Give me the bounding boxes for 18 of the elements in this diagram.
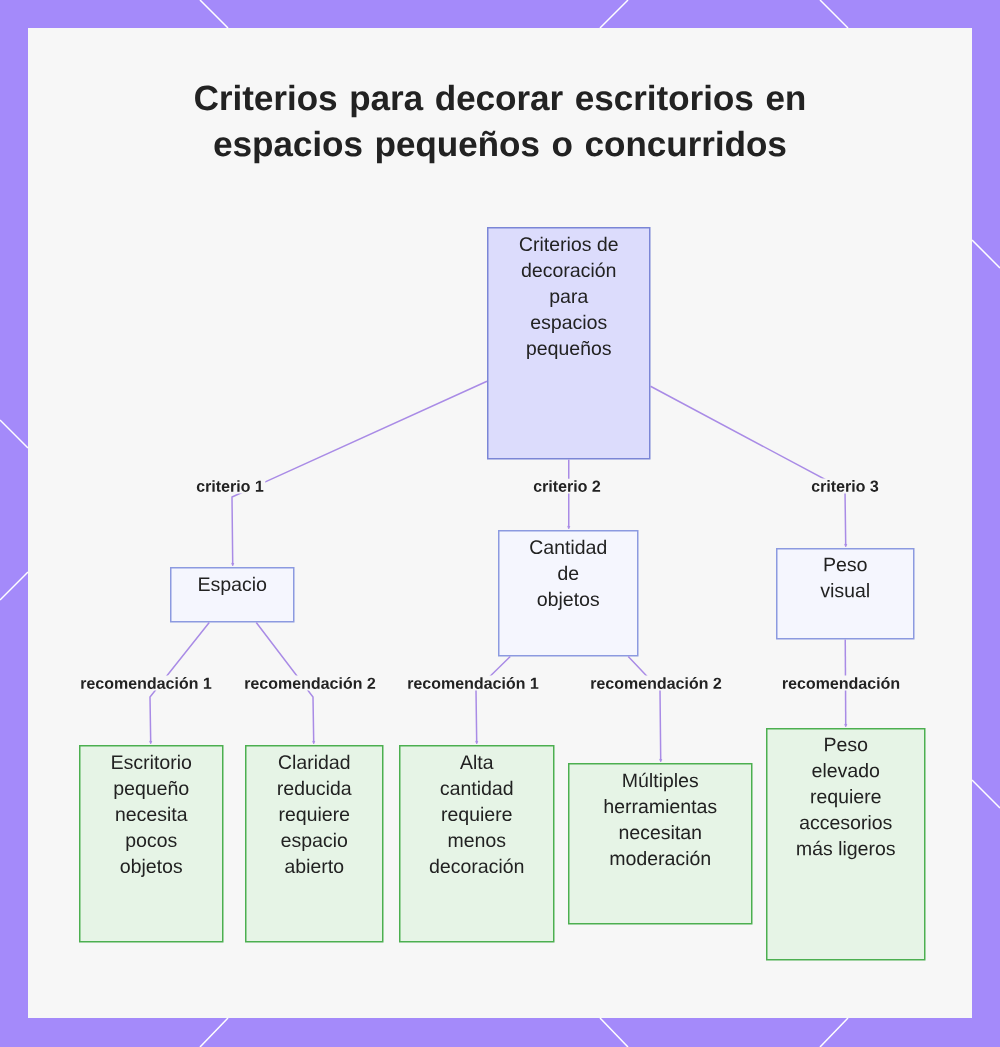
root-box: Criterios de decoración para espacios pequeños <box>487 227 651 460</box>
connector-arrow <box>255 621 316 745</box>
recommendation-box: Peso elevado requiere accesorios más ligeros <box>766 728 926 961</box>
recommendation-box: Escritorio pequeño necesita pocos objetos <box>79 745 224 943</box>
category-box: Cantidad de objetos <box>498 530 639 657</box>
connector-arrow <box>475 655 511 745</box>
connector-arrow <box>649 385 848 548</box>
recommendation-box: Claridad reducida requiere espacio abierto <box>245 745 384 943</box>
connector-arrow <box>627 655 663 763</box>
recommendation-box: Múltiples herramientas necesitan moderación <box>568 763 753 925</box>
connector-arrow <box>844 638 848 728</box>
category-box: Peso visual <box>776 548 915 640</box>
connector-arrow <box>231 380 488 567</box>
connector-arrow <box>149 621 210 745</box>
recommendation-box: Alta cantidad requiere menos decoración <box>399 745 555 943</box>
connector-arrow <box>567 458 571 530</box>
category-box: Espacio <box>170 567 295 623</box>
title: Criterios para decorar escritorios en espacios pequeños o concurridos <box>195 84 805 164</box>
